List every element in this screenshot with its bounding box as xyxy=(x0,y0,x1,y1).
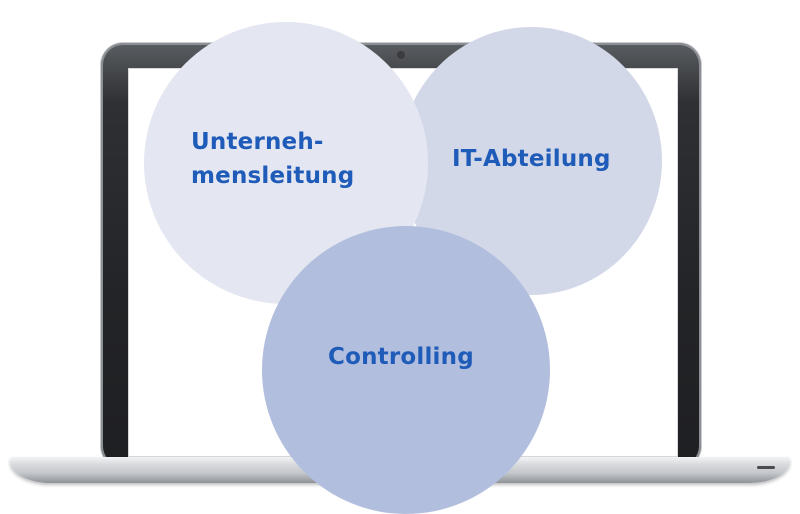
laptop-slot xyxy=(757,466,775,469)
label-unternehmensleitung-line-2: mensleitung xyxy=(191,163,355,189)
circle-controlling xyxy=(262,226,550,514)
label-controlling: Controlling xyxy=(328,344,474,370)
label-it-abteilung: IT-Abteilung xyxy=(452,146,611,172)
webcam-icon xyxy=(397,51,405,59)
label-unternehmensleitung: Unterneh- mensleitung xyxy=(191,125,371,193)
label-unternehmensleitung-line-1: Unterneh- xyxy=(191,129,324,155)
